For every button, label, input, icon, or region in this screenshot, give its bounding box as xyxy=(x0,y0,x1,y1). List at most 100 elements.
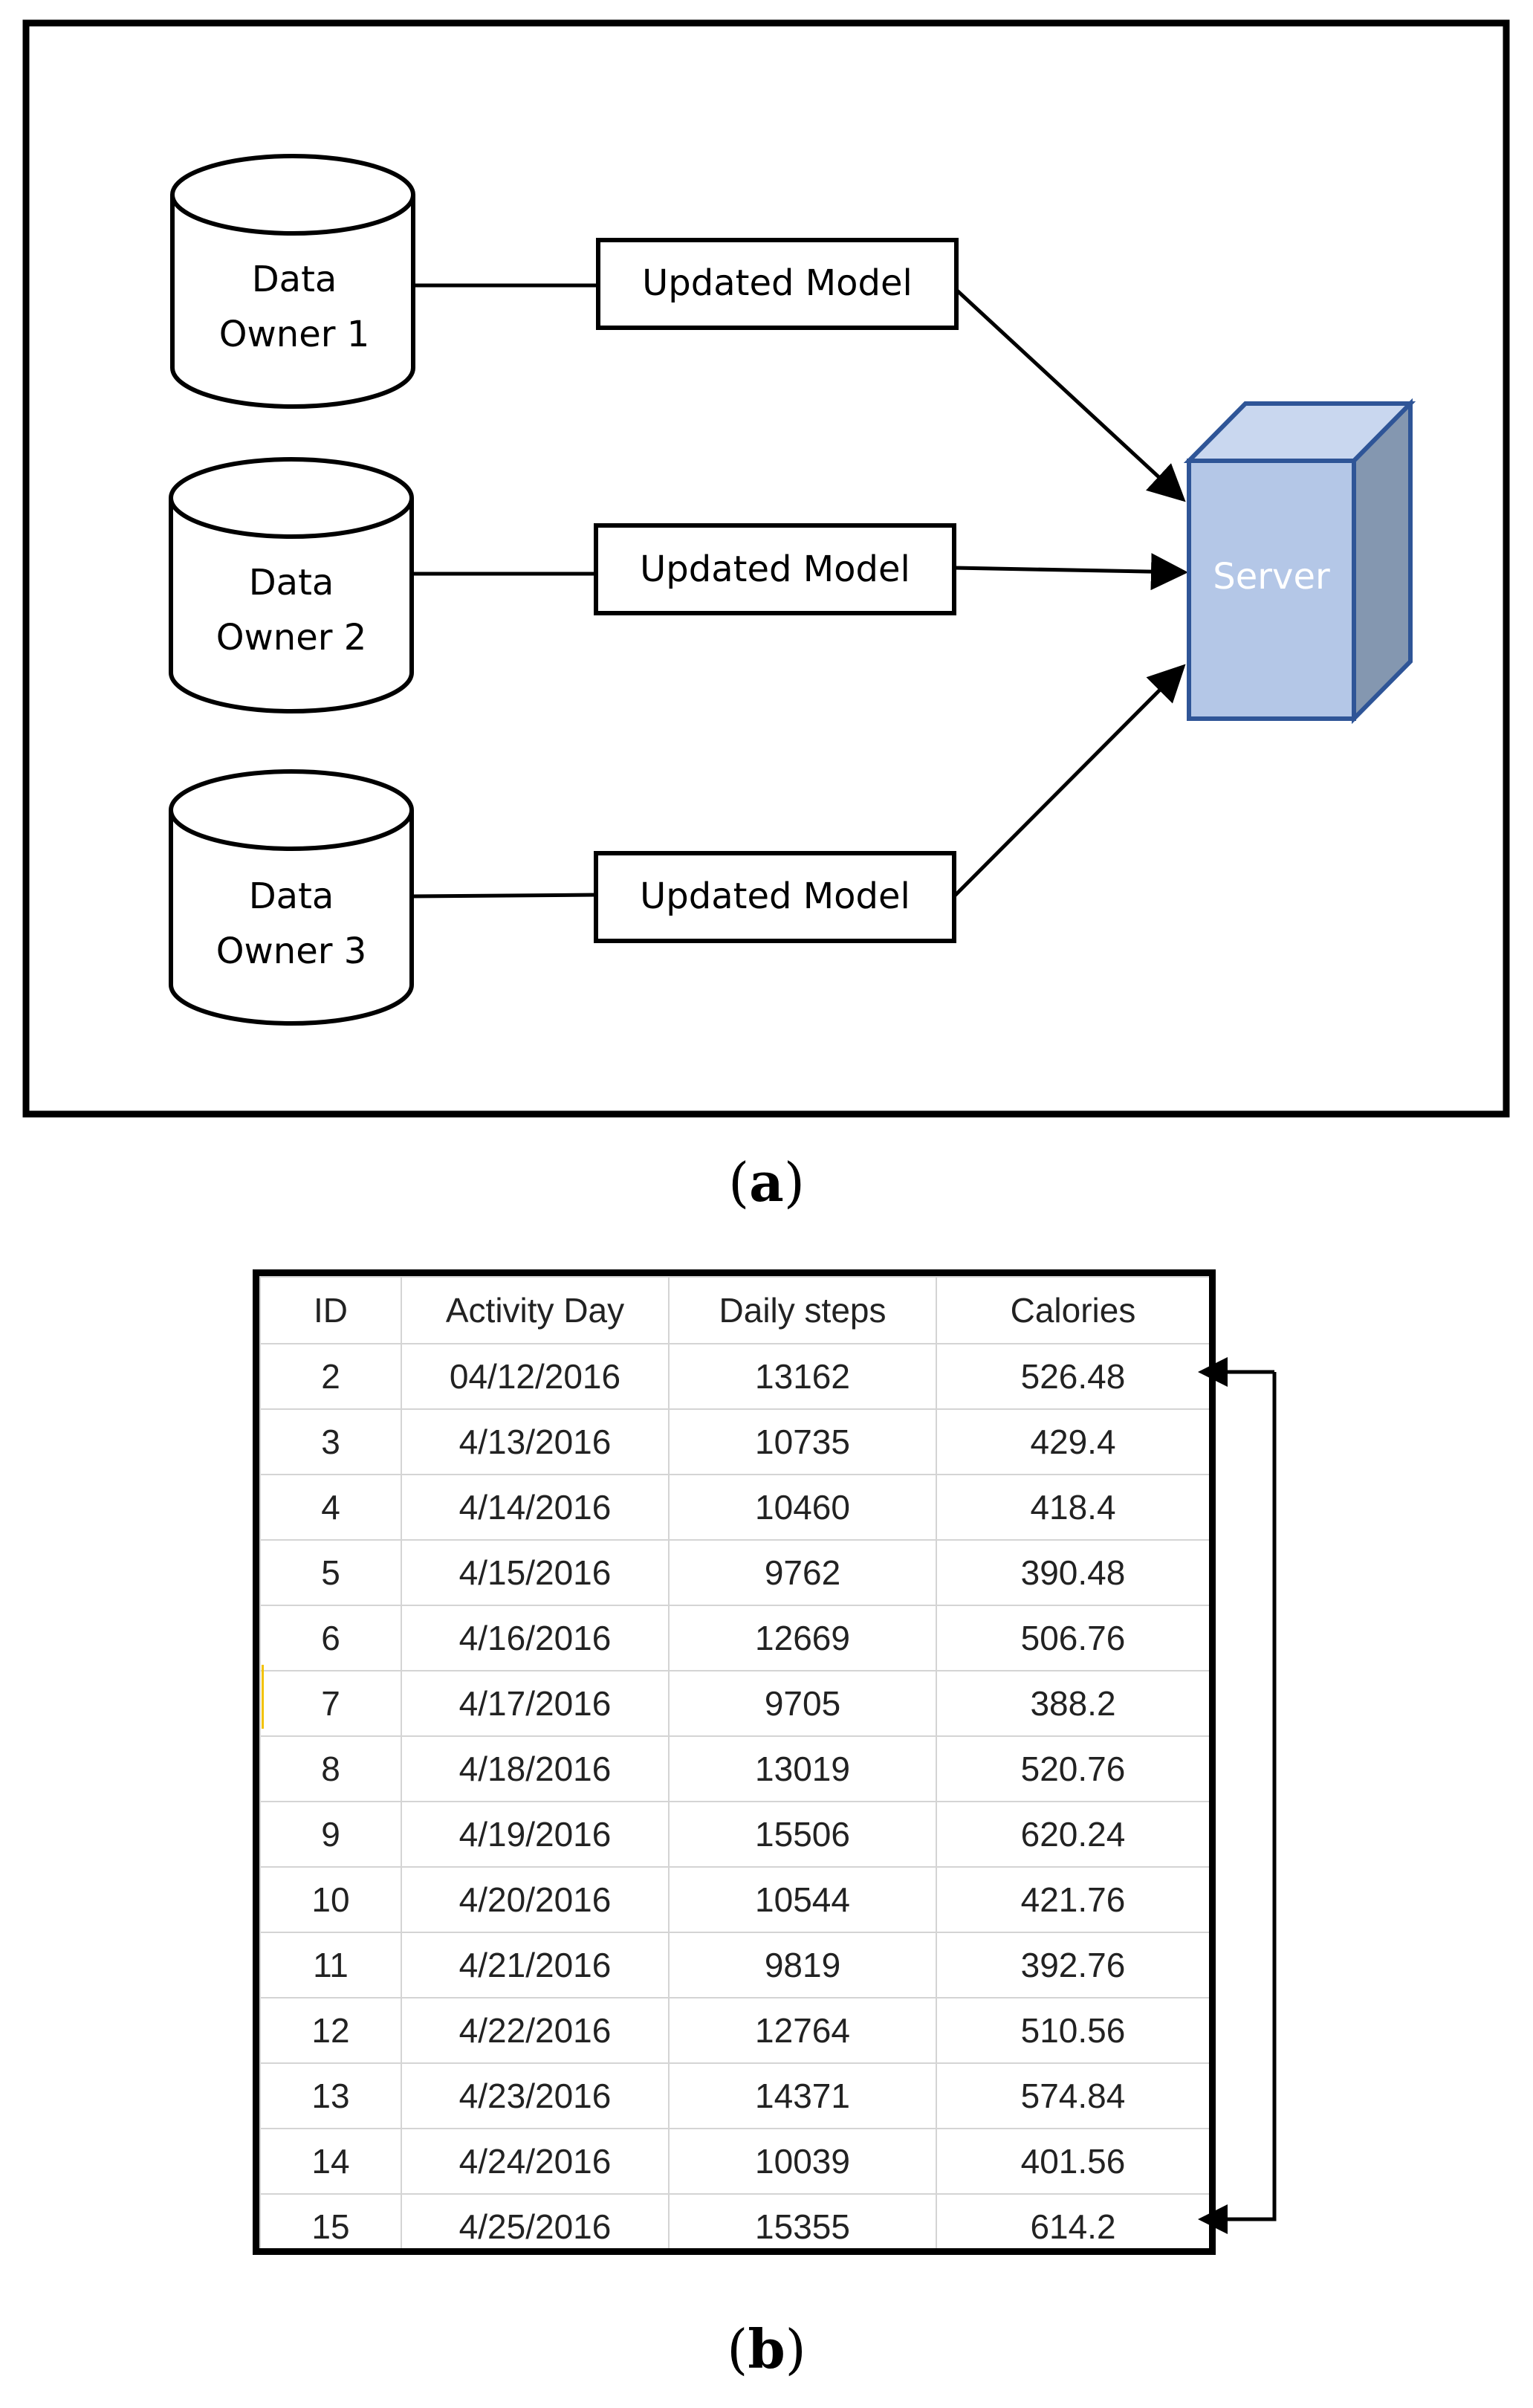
data-owner-3-cylinder: Data Owner 3 xyxy=(169,769,414,1026)
table-cell[interactable]: 8 xyxy=(259,1735,402,1802)
table-cell[interactable]: 14 xyxy=(259,2128,402,2195)
table-cell[interactable]: 614.2 xyxy=(936,2193,1209,2248)
table-cell[interactable]: 6 xyxy=(259,1605,402,1671)
table-cell[interactable]: 15506 xyxy=(668,1801,937,1868)
table-cell[interactable]: 392.76 xyxy=(936,1932,1209,1998)
updated-model-label-1: Updated Model xyxy=(642,262,913,304)
table-cell[interactable]: 13162 xyxy=(668,1343,937,1410)
table-cell[interactable]: 429.4 xyxy=(936,1408,1209,1475)
table-cell[interactable]: 10544 xyxy=(668,1866,937,1933)
table-cell[interactable]: 418.4 xyxy=(936,1474,1209,1541)
table-cell[interactable]: 13 xyxy=(259,2062,402,2129)
table-cell[interactable]: 4/17/2016 xyxy=(401,1670,670,1737)
table-cell[interactable]: 15355 xyxy=(668,2193,937,2248)
table-cell[interactable]: 15 xyxy=(259,2193,402,2248)
table-cell[interactable]: 11 xyxy=(259,1932,402,1998)
updated-model-box-3: Updated Model xyxy=(594,851,956,943)
table-cell[interactable]: 3 xyxy=(259,1408,402,1475)
data-owner-3-line2: Owner 3 xyxy=(216,930,367,972)
table-cell[interactable]: 4/14/2016 xyxy=(401,1474,670,1541)
table-cell[interactable]: 14371 xyxy=(668,2062,937,2129)
table-cell[interactable]: 4/13/2016 xyxy=(401,1408,670,1475)
table-cell[interactable]: 7 xyxy=(259,1670,402,1737)
table-cell[interactable]: 4 xyxy=(259,1474,402,1541)
header-id: ID xyxy=(259,1276,402,1344)
server-box: Server xyxy=(1183,398,1416,725)
table-cell[interactable]: 12764 xyxy=(668,1997,937,2064)
data-owner-3-line1: Data xyxy=(249,876,334,917)
table-cell[interactable]: 9819 xyxy=(668,1932,937,1998)
table-cell[interactable]: 4/16/2016 xyxy=(401,1605,670,1671)
federated-diagram: Data Owner 1 Data Owner 2 Data Owner 3 U… xyxy=(22,19,1510,1118)
table-cell[interactable]: 4/24/2016 xyxy=(401,2128,670,2195)
table-cell[interactable]: 401.56 xyxy=(936,2128,1209,2195)
table-cell[interactable]: 526.48 xyxy=(936,1343,1209,1410)
table-cell[interactable]: 388.2 xyxy=(936,1670,1209,1737)
header-activity-day: Activity Day xyxy=(401,1276,670,1344)
arrow-to-server-1 xyxy=(955,288,1186,502)
table-cell[interactable]: 12669 xyxy=(668,1605,937,1671)
table-cell[interactable]: 4/19/2016 xyxy=(401,1801,670,1868)
table-cell[interactable]: 620.24 xyxy=(936,1801,1209,1868)
server-label: Server xyxy=(1213,556,1330,598)
table-cell[interactable]: 421.76 xyxy=(936,1866,1209,1933)
server-front-face xyxy=(1187,459,1356,721)
table-cell[interactable]: 9762 xyxy=(668,1539,937,1606)
table-cell[interactable]: 9705 xyxy=(668,1670,937,1737)
table-cell[interactable]: 4/21/2016 xyxy=(401,1932,670,1998)
server-side-face xyxy=(1352,398,1413,725)
table-cell[interactable]: 510.56 xyxy=(936,1997,1209,2064)
header-calories: Calories xyxy=(936,1276,1209,1344)
data-owner-1-cylinder: Data Owner 1 xyxy=(170,154,415,409)
table-cell[interactable]: 4/18/2016 xyxy=(401,1735,670,1802)
table-cell[interactable]: 13019 xyxy=(668,1735,937,1802)
header-daily-steps: Daily steps xyxy=(668,1276,937,1344)
table-cell[interactable]: 04/12/2016 xyxy=(401,1343,670,1410)
table-cell[interactable]: 12 xyxy=(259,1997,402,2064)
table-cell[interactable]: 10735 xyxy=(668,1408,937,1475)
updated-model-box-2: Updated Model xyxy=(594,523,956,615)
table-cell[interactable]: 390.48 xyxy=(936,1539,1209,1606)
table-cell[interactable]: 4/15/2016 xyxy=(401,1539,670,1606)
table-cell[interactable]: 4/20/2016 xyxy=(401,1866,670,1933)
data-owner-2-line2: Owner 2 xyxy=(216,617,367,658)
table-cell[interactable]: 506.76 xyxy=(936,1605,1209,1671)
table-cell[interactable]: 520.76 xyxy=(936,1735,1209,1802)
table-cell[interactable]: 4/25/2016 xyxy=(401,2193,670,2248)
data-owner-2-line1: Data xyxy=(249,562,334,603)
updated-model-label-3: Updated Model xyxy=(640,876,910,917)
updated-model-box-1: Updated Model xyxy=(596,238,959,330)
table-cell[interactable]: 4/23/2016 xyxy=(401,2062,670,2129)
updated-model-label-2: Updated Model xyxy=(640,548,910,590)
table-cell[interactable]: 4/22/2016 xyxy=(401,1997,670,2064)
table-header-row: ID Activity Day Daily steps Calories xyxy=(259,1276,1209,1344)
connector-line-3 xyxy=(411,893,597,899)
arrow-to-server-3 xyxy=(953,664,1186,898)
caption-b: (b) xyxy=(727,2317,806,2381)
table-cell[interactable]: 574.84 xyxy=(936,2062,1209,2129)
data-owner-1-line1: Data xyxy=(252,259,337,300)
arrow-to-server-2 xyxy=(953,553,1188,591)
data-owner-1-line2: Owner 1 xyxy=(219,314,370,355)
table-cell[interactable]: 2 xyxy=(259,1343,402,1410)
table-cell[interactable]: 10460 xyxy=(668,1474,937,1541)
table-cell[interactable]: 9 xyxy=(259,1801,402,1868)
table-cell[interactable]: 10039 xyxy=(668,2128,937,2195)
table-cell[interactable]: 5 xyxy=(259,1539,402,1606)
data-owner-2-cylinder: Data Owner 2 xyxy=(169,457,414,713)
table-cell[interactable]: 10 xyxy=(259,1866,402,1933)
